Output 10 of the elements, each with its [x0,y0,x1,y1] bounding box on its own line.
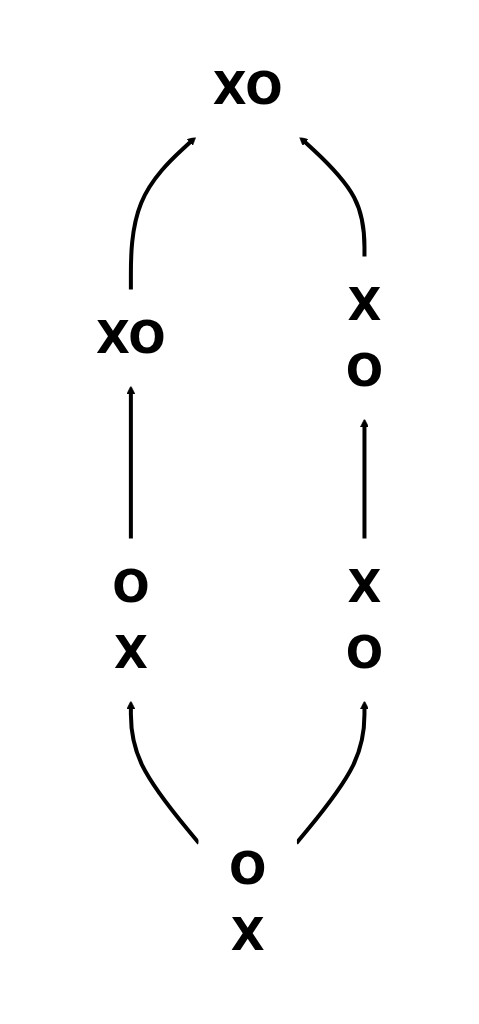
arrow [360,418,369,539]
node-text: X O [345,561,384,678]
node-text: X O [345,279,384,396]
node-text: O X [112,561,150,678]
arrow [299,136,367,257]
arrow [126,385,136,539]
node-text: O X [228,843,267,960]
node-text: XO [95,312,166,363]
node-text: XO [212,63,283,114]
arrow [128,136,197,290]
